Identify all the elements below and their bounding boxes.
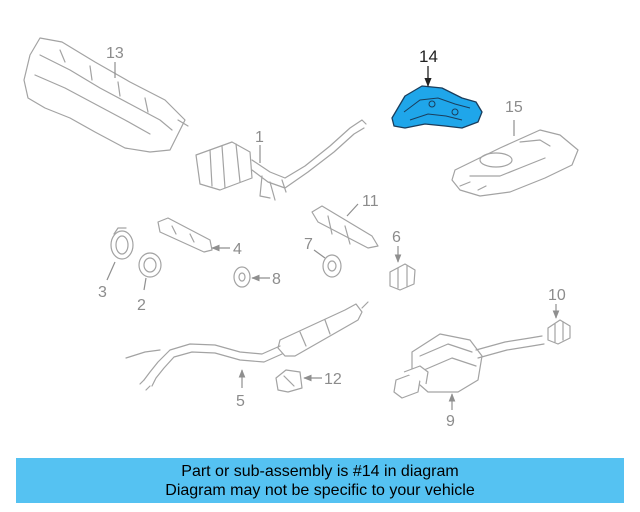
banner-line-1: Part or sub-assembly is #14 in diagram [181,463,459,480]
leader-3 [106,261,116,281]
callout-3: 3 [98,284,107,301]
leader-2 [143,277,147,291]
exhaust-parts-diagram: 13 1 14 15 11 3 [23,37,579,430]
callout-7: 7 [304,236,313,253]
part-9-rear-muffler[interactable] [393,333,545,399]
part-14-manifold-heat-shield[interactable] [391,85,483,129]
callout-6: 6 [392,229,401,246]
callout-2: 2 [137,297,146,314]
callout-11: 11 [362,193,379,210]
callout-12: 12 [324,371,342,388]
part-2-gasket[interactable] [138,252,162,278]
callout-1: 1 [255,129,264,146]
part-6-clamp[interactable] [389,263,416,291]
part-5-intermediate-pipe[interactable] [125,301,369,391]
part-15-underbody-shield[interactable] [451,129,579,197]
part-13-heat-shield[interactable] [23,37,189,153]
callout-4: 4 [233,241,242,258]
callout-10: 10 [548,287,566,304]
part-12-bracket[interactable] [275,369,303,393]
part-8-rubber-mount[interactable] [233,266,251,288]
part-11-bracket[interactable] [311,205,379,249]
callout-5: 5 [236,393,245,410]
info-banner: Part or sub-assembly is #14 in diagram D… [16,458,624,503]
callout-9: 9 [446,413,455,430]
part-1-front-pipe[interactable] [195,119,367,201]
part-7-rubber-mount[interactable] [322,254,342,278]
leader-11 [346,203,359,217]
part-4-hanger[interactable] [157,217,213,253]
part-10-clamp[interactable] [547,319,571,345]
callout-8: 8 [272,271,281,288]
callout-13: 13 [106,45,124,62]
banner-line-2: Diagram may not be specific to your vehi… [165,482,475,499]
part-3-clamp[interactable] [110,227,134,260]
leader-7 [313,249,326,259]
callout-15: 15 [505,99,523,116]
callout-14: 14 [419,47,438,66]
